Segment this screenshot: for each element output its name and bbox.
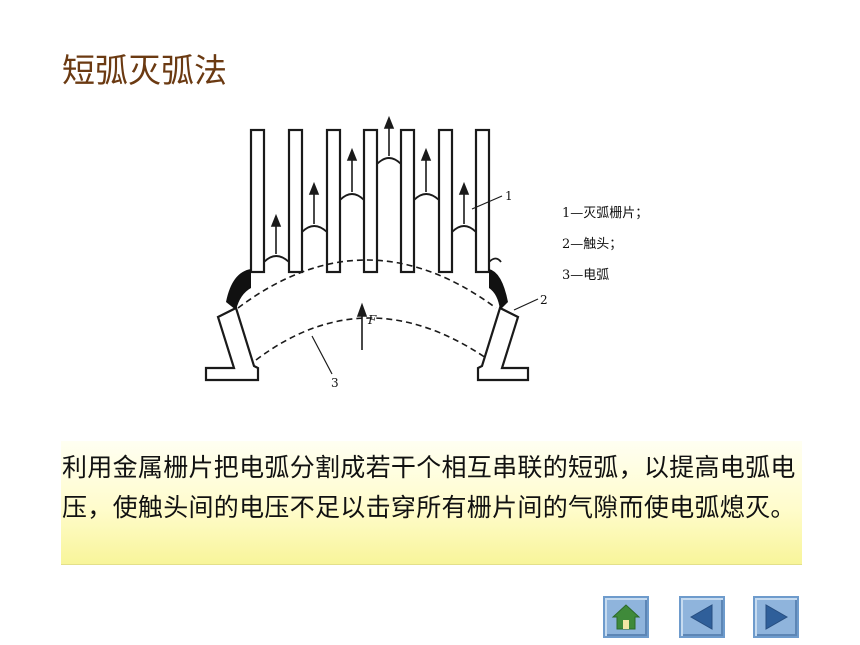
page-title: 短弧灭弧法 — [62, 51, 227, 90]
label-3: 3 — [331, 376, 339, 390]
short-arc — [413, 193, 440, 201]
right-contact — [476, 306, 530, 382]
right-contact-tip — [489, 269, 508, 310]
left-contact-tip — [226, 269, 251, 310]
home-button[interactable] — [603, 596, 649, 638]
label-2: 2 — [540, 293, 548, 307]
grid-plate — [399, 128, 416, 274]
explanation-text: 利用金属栅片把电弧分割成若干个相互串联的短弧，以提高电弧电压，使触头间的电压不足… — [62, 453, 796, 522]
grid-plate — [249, 128, 266, 274]
short-arc — [376, 157, 402, 165]
legend-item: 3—电弧 — [562, 268, 610, 283]
legend-item: 2—触头； — [562, 237, 623, 252]
arc-chute-diagram: 1 2 3 F — [204, 115, 548, 390]
grid-plate — [437, 128, 454, 274]
force-label: F — [367, 313, 377, 327]
left-arrow-icon — [689, 604, 713, 630]
prev-button[interactable] — [679, 596, 725, 638]
grid-plate — [474, 128, 491, 274]
next-button[interactable] — [753, 596, 799, 638]
grid-plate — [325, 128, 342, 274]
short-arc — [488, 257, 502, 263]
short-arc — [263, 255, 290, 263]
grid-plate — [362, 128, 379, 274]
grid-plate — [287, 128, 304, 274]
left-contact — [204, 306, 260, 382]
arc-dashed-outer — [237, 259, 497, 309]
short-arc — [339, 193, 365, 201]
arc-dashed-inner — [255, 317, 487, 361]
label-1: 1 — [505, 189, 513, 203]
short-arc — [301, 225, 328, 233]
explanation-box: 利用金属栅片把电弧分割成若干个相互串联的短弧，以提高电弧电压，使触头间的电压不足… — [61, 441, 802, 565]
legend-item: 1—灭弧栅片； — [562, 206, 649, 221]
short-arc — [451, 225, 477, 233]
diagram-legend: 1—灭弧栅片； 2—触头； 3—电弧 — [562, 198, 648, 291]
right-arrow-icon — [765, 604, 789, 630]
home-icon — [611, 604, 641, 630]
